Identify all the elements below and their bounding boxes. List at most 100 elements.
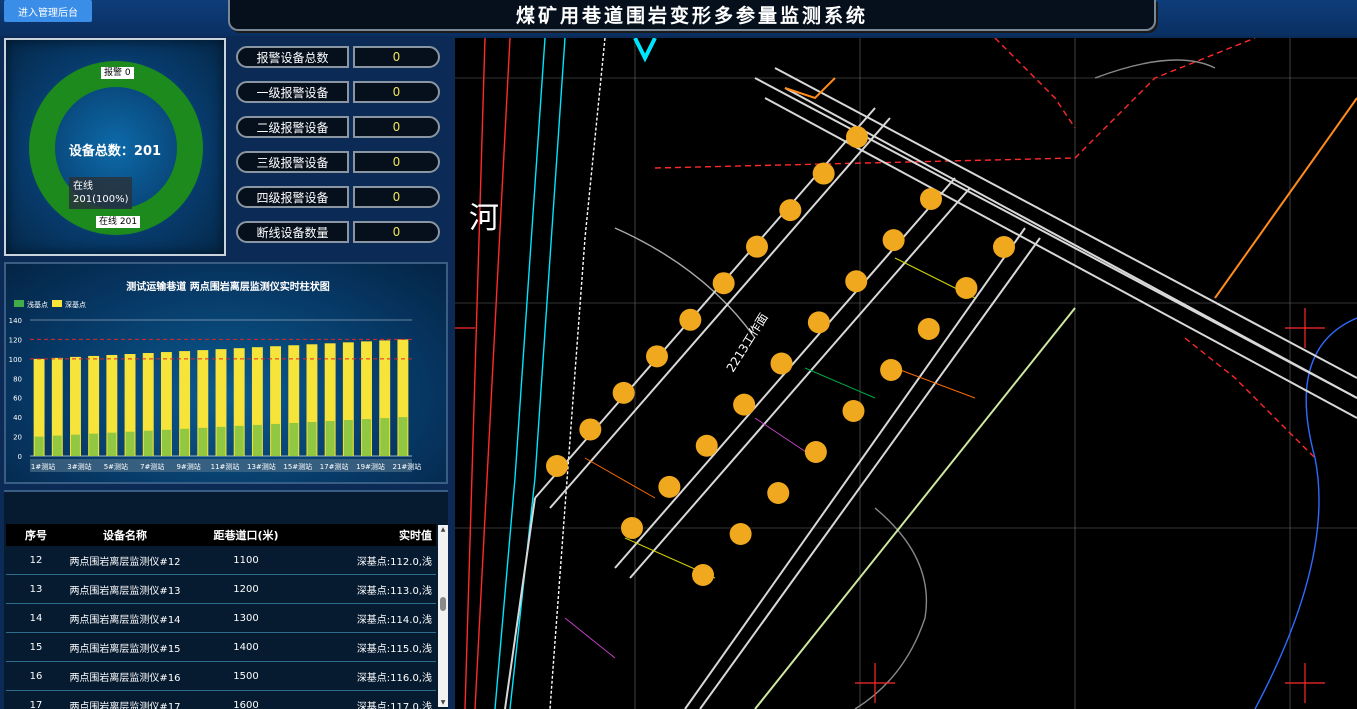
- col-header-name[interactable]: 设备名称: [103, 529, 147, 542]
- legend-label: 浅基点: [27, 300, 48, 309]
- bar-deep-point: [51, 357, 63, 456]
- online-count-tag: 在线 201: [96, 216, 141, 228]
- sensor-marker[interactable]: [612, 381, 635, 404]
- sensor-marker[interactable]: [621, 517, 643, 539]
- bar-deep-point: [197, 350, 209, 456]
- bar-shallow-point: [161, 429, 171, 456]
- bar-deep-point: [215, 349, 227, 456]
- mine-map-panel[interactable]: 河 2213工作面: [455, 38, 1357, 709]
- sensor-marker[interactable]: [993, 236, 1015, 258]
- cell-distance: 1300: [233, 612, 259, 624]
- bar-deep-point: [142, 353, 154, 456]
- scroll-down-icon[interactable]: ▼: [440, 699, 446, 706]
- sensor-marker[interactable]: [692, 564, 714, 586]
- bar-shallow-point: [107, 432, 117, 456]
- col-header-distance[interactable]: 距巷道口(米): [213, 529, 279, 542]
- sensor-marker[interactable]: [767, 482, 790, 504]
- sensor-markers: [546, 126, 1015, 586]
- sensor-marker[interactable]: [546, 455, 568, 477]
- bar-shallow-point: [307, 422, 317, 456]
- sensor-marker[interactable]: [880, 359, 903, 381]
- cell-distance: 1200: [233, 583, 259, 595]
- x-tick-label: 1#测站: [31, 462, 55, 471]
- bar-shallow-point: [325, 421, 335, 456]
- table-header: 序号 设备名称 距巷道口(米) 实时值: [6, 524, 436, 546]
- bar-deep-point: [33, 358, 45, 456]
- bar-deep-point: [160, 352, 172, 456]
- scroll-thumb[interactable]: [440, 597, 446, 611]
- bar-deep-point: [342, 342, 354, 456]
- x-tick-label: 3#测站: [67, 462, 91, 471]
- bar-deep-point: [179, 351, 191, 456]
- sensor-marker[interactable]: [845, 270, 868, 293]
- cell-distance: 1600: [233, 699, 259, 709]
- sensor-marker[interactable]: [695, 434, 718, 457]
- sensor-marker[interactable]: [729, 523, 752, 545]
- x-axis-zoom-band: [30, 459, 412, 472]
- x-tick-label: 9#测站: [176, 462, 200, 471]
- table-scrollbar[interactable]: ▲ ▼: [438, 525, 448, 707]
- sensor-marker[interactable]: [882, 229, 905, 252]
- bar-shallow-point: [271, 423, 281, 456]
- sensor-marker[interactable]: [579, 418, 602, 441]
- sensor-marker[interactable]: [646, 345, 668, 368]
- stat-value: 0: [353, 186, 440, 208]
- y-tick-label: 60: [13, 395, 22, 403]
- legend-swatch: [14, 300, 24, 307]
- x-tick-label: 19#测站: [356, 462, 385, 471]
- x-tick-label: 11#测站: [211, 462, 240, 471]
- sensor-marker[interactable]: [712, 272, 735, 295]
- sensor-marker[interactable]: [658, 475, 681, 498]
- sensor-marker[interactable]: [920, 188, 942, 210]
- sensor-marker[interactable]: [842, 400, 865, 422]
- sensor-marker[interactable]: [812, 162, 835, 185]
- sensor-marker[interactable]: [679, 308, 702, 331]
- cell-index: 17: [29, 699, 43, 709]
- legend-swatch: [52, 300, 62, 307]
- online-tooltip-title: 在线: [73, 181, 93, 192]
- sensor-marker[interactable]: [955, 277, 978, 299]
- stat-label: 二级报警设备: [236, 116, 349, 138]
- x-tick-label: 5#测站: [104, 462, 128, 471]
- cell-distance: 1400: [233, 641, 259, 653]
- sensor-marker[interactable]: [746, 235, 768, 258]
- cell-device-name: 两点围岩离层监测仪#16: [69, 672, 181, 684]
- col-header-value[interactable]: 实时值: [399, 529, 432, 542]
- bar-shallow-point: [252, 424, 262, 456]
- bar-shallow-point: [143, 430, 153, 456]
- cell-realtime-value: 深基点:114.0,浅: [356, 614, 432, 626]
- bar-deep-point: [306, 344, 318, 456]
- sensor-marker[interactable]: [807, 311, 830, 334]
- scroll-up-icon[interactable]: ▲: [440, 526, 446, 533]
- sensor-marker[interactable]: [770, 352, 793, 375]
- sensor-marker[interactable]: [733, 393, 756, 416]
- mine-cad-map[interactable]: 河 2213工作面: [455, 38, 1357, 709]
- y-tick-label: 0: [18, 453, 22, 461]
- legend-label: 深基点: [65, 300, 86, 309]
- sensor-marker[interactable]: [779, 199, 802, 222]
- admin-backend-button[interactable]: 进入管理后台: [4, 0, 92, 22]
- page-title-box: 煤矿用巷道围岩变形多参量监测系统: [228, 0, 1156, 31]
- stat-label: 断线设备数量: [236, 221, 349, 243]
- device-donut-panel: 报警 0 设备总数：201 在线 201(100%) 在线 201: [4, 38, 226, 256]
- bar-deep-point: [324, 343, 336, 456]
- cell-distance: 1100: [233, 554, 259, 566]
- col-header-index[interactable]: 序号: [25, 529, 47, 542]
- alarm-count-tag: 报警 0: [101, 67, 134, 79]
- y-tick-label: 140: [9, 317, 22, 325]
- bar-deep-point: [288, 345, 300, 456]
- sensor-marker[interactable]: [917, 318, 940, 340]
- sensor-marker[interactable]: [846, 126, 868, 148]
- stat-value: 0: [353, 221, 440, 243]
- sensor-marker[interactable]: [804, 441, 827, 463]
